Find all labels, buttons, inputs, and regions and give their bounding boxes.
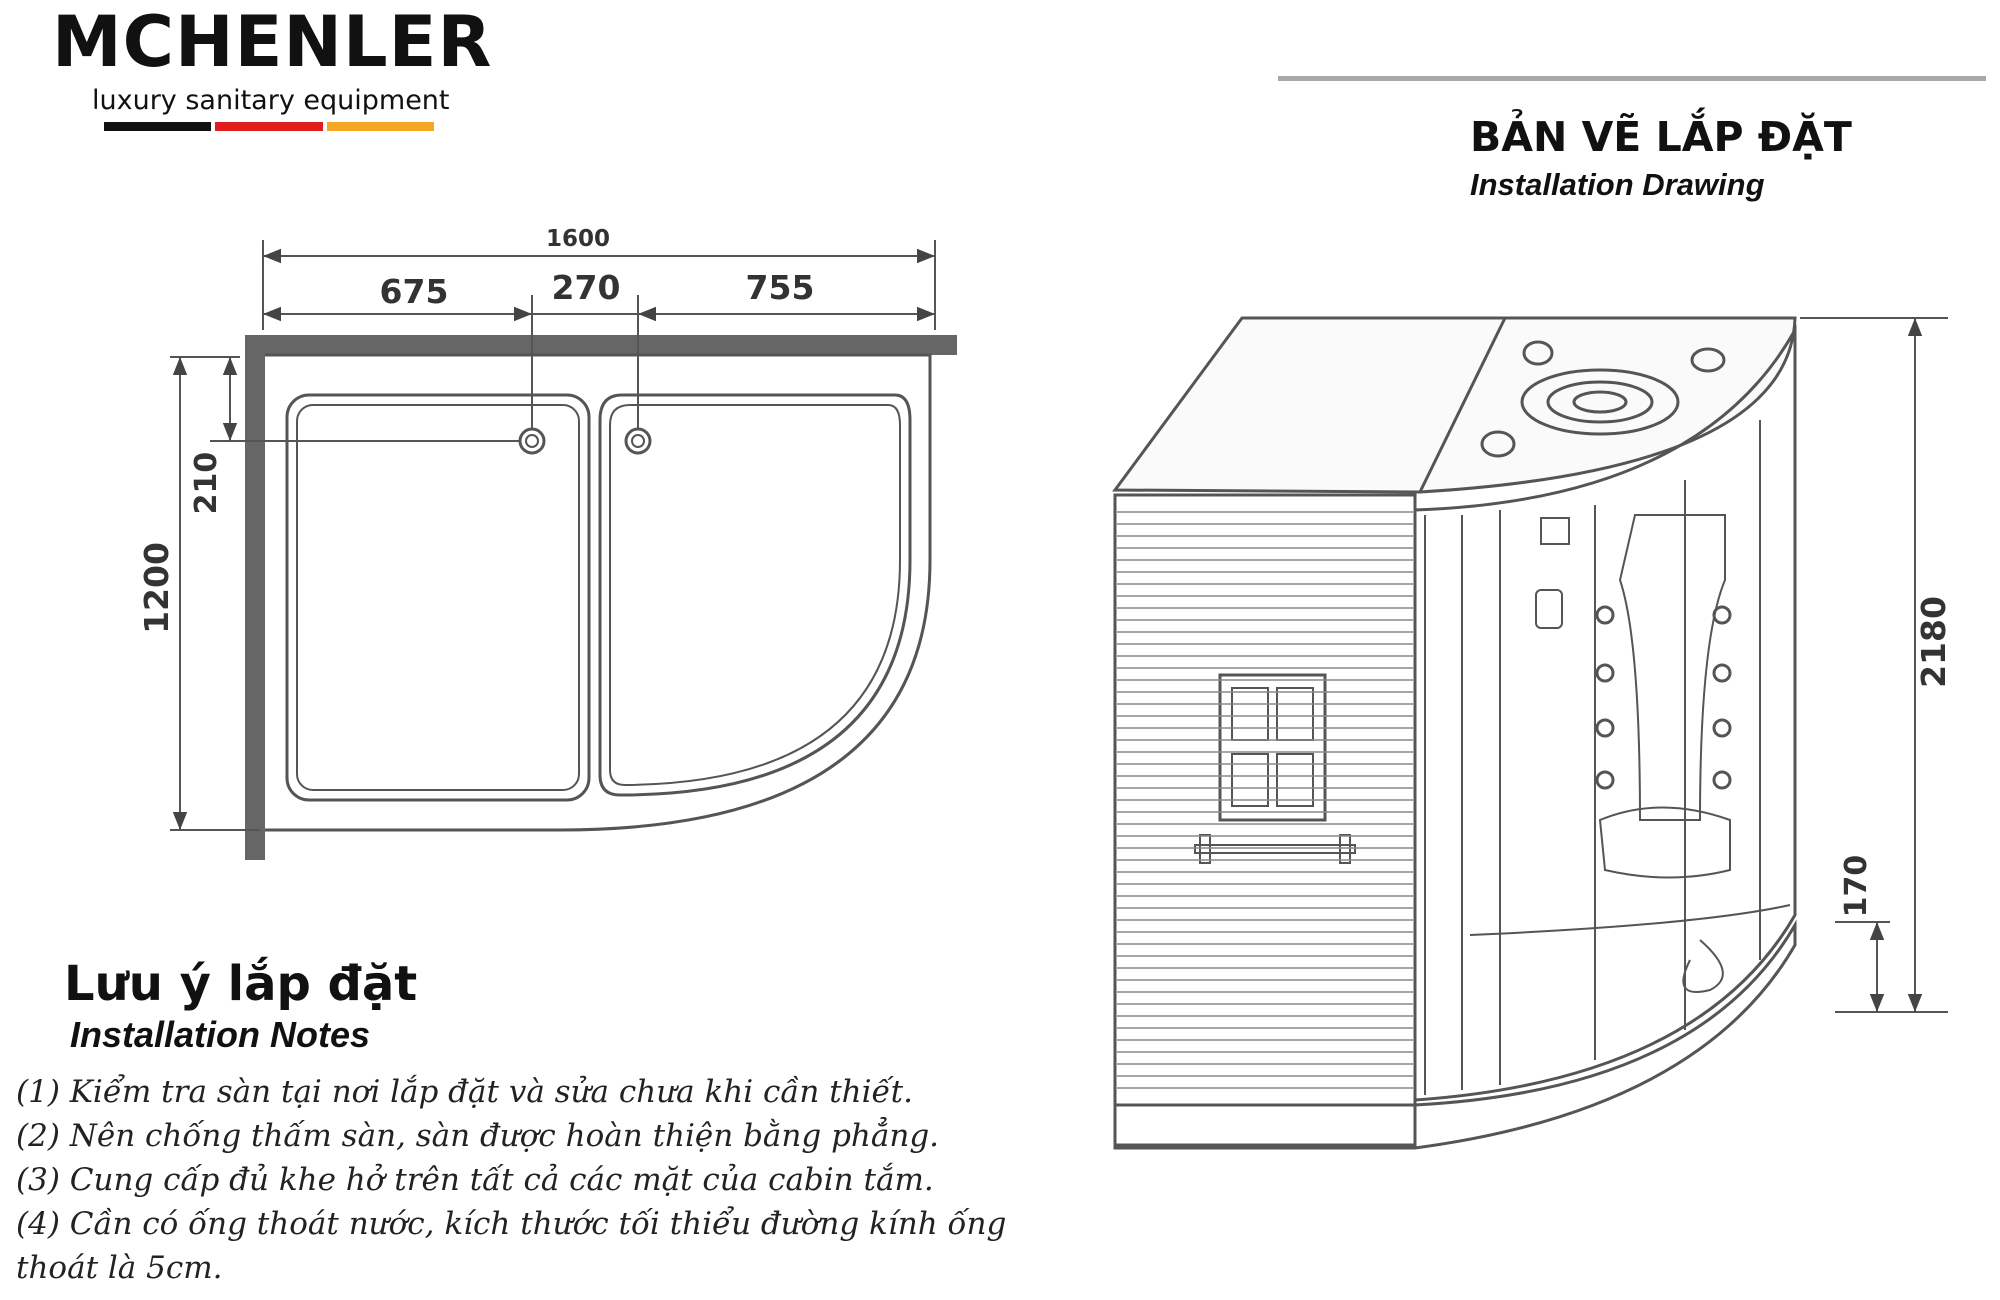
elev-window (1218, 673, 1327, 822)
title-rule (1278, 76, 1986, 81)
dim-depth: 1200 (137, 542, 176, 634)
dim-overall-width: 1600 (546, 226, 610, 252)
note-item: (1) Kiểm tra sàn tại nơi lắp đặt và sửa … (16, 1074, 913, 1110)
dim-tray-height: 170 (1839, 855, 1874, 918)
elev-rain-shower (1520, 368, 1680, 436)
elev-curved-front (1413, 324, 1797, 1102)
elev-wall-siding (1117, 511, 1413, 1089)
drawing-title-vn: BẢN VẼ LẮP ĐẶT (1470, 113, 1852, 161)
elev-control-panel (1535, 589, 1563, 629)
note-item: (2) Nên chống thấm sàn, sàn được hoàn th… (16, 1118, 940, 1154)
plan-wall-left (245, 335, 265, 860)
brand-stripes (104, 122, 434, 131)
plan-drain-right (624, 427, 652, 455)
dim-segment-left: 675 (380, 272, 449, 311)
note-item: (4) Cần có ống thoát nước, kích thước tố… (16, 1206, 1007, 1286)
plan-right-panel (598, 393, 912, 797)
brand-tagline: luxury sanitary equipment (92, 85, 450, 116)
plan-drain-left (518, 427, 546, 455)
dim-drain-offset: 210 (189, 452, 224, 515)
note-item: (3) Cung cấp đủ khe hở trên tất cả các m… (16, 1162, 934, 1198)
plan-tray-outline (265, 353, 932, 832)
elevation-view (1112, 316, 1948, 1150)
brand-stripe-red (215, 122, 323, 131)
dim-segment-right: 755 (746, 268, 815, 307)
elev-towel-bar (1194, 844, 1356, 854)
drawing-title-en: Installation Drawing (1470, 167, 1765, 202)
elev-roof (1112, 316, 1797, 494)
plan-left-panel (285, 393, 591, 802)
brand-logo: MCHENLER luxury sanitary equipment (52, 0, 492, 131)
dim-height: 2180 (1914, 596, 1953, 688)
notes-title-vn: Lưu ý lắp đặt (64, 956, 418, 1012)
notes-title-en: Installation Notes (70, 1014, 371, 1055)
elev-seat (1598, 806, 1731, 879)
elev-base (1113, 919, 1797, 1150)
notes-list: (1) Kiểm tra sàn tại nơi lắp đặt và sửa … (16, 1070, 1016, 1290)
plan-wall-top (245, 335, 957, 355)
plan-view (170, 240, 957, 860)
elev-shower-column (1618, 514, 1726, 821)
brand-name: MCHENLER (52, 1, 493, 83)
brand-stripe-black (104, 122, 212, 131)
dim-segment-middle: 270 (552, 268, 621, 307)
brand-stripe-orange (326, 122, 434, 131)
